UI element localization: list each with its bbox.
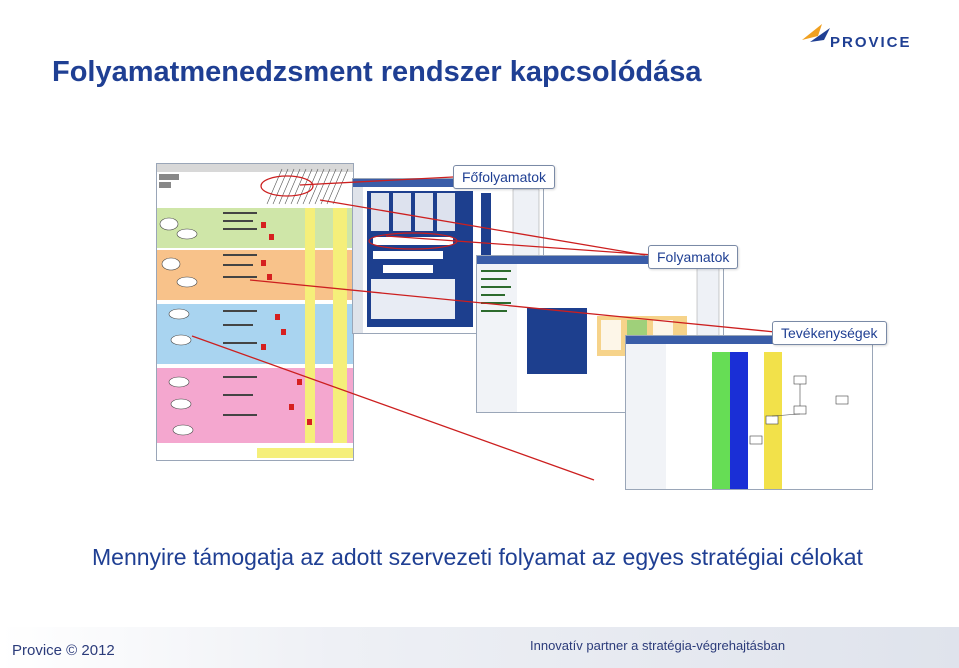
activities-graphic — [626, 336, 872, 489]
callout-tevekenysegek: Tevékenységek — [772, 321, 887, 345]
process-matrix-graphic — [157, 164, 353, 460]
callout-folyamatok: Folyamatok — [648, 245, 739, 269]
activities-screenshot — [625, 335, 873, 490]
provice-logo — [802, 24, 830, 42]
page-title: Folyamatmenedzsment rendszer kapcsolódás… — [52, 56, 702, 88]
process-matrix-screenshot — [156, 163, 354, 461]
logo-text: PROVICE — [830, 34, 912, 51]
footer-copyright: Provice © 2012 — [12, 642, 115, 659]
footer-bar — [0, 627, 959, 668]
callout-fofolyamatok: Főfolyamatok — [453, 165, 556, 189]
footer-tagline: Innovatív partner a stratégia-végrehajtá… — [530, 638, 786, 653]
slide-subtitle: Mennyire támogatja az adott szervezeti f… — [92, 544, 863, 570]
